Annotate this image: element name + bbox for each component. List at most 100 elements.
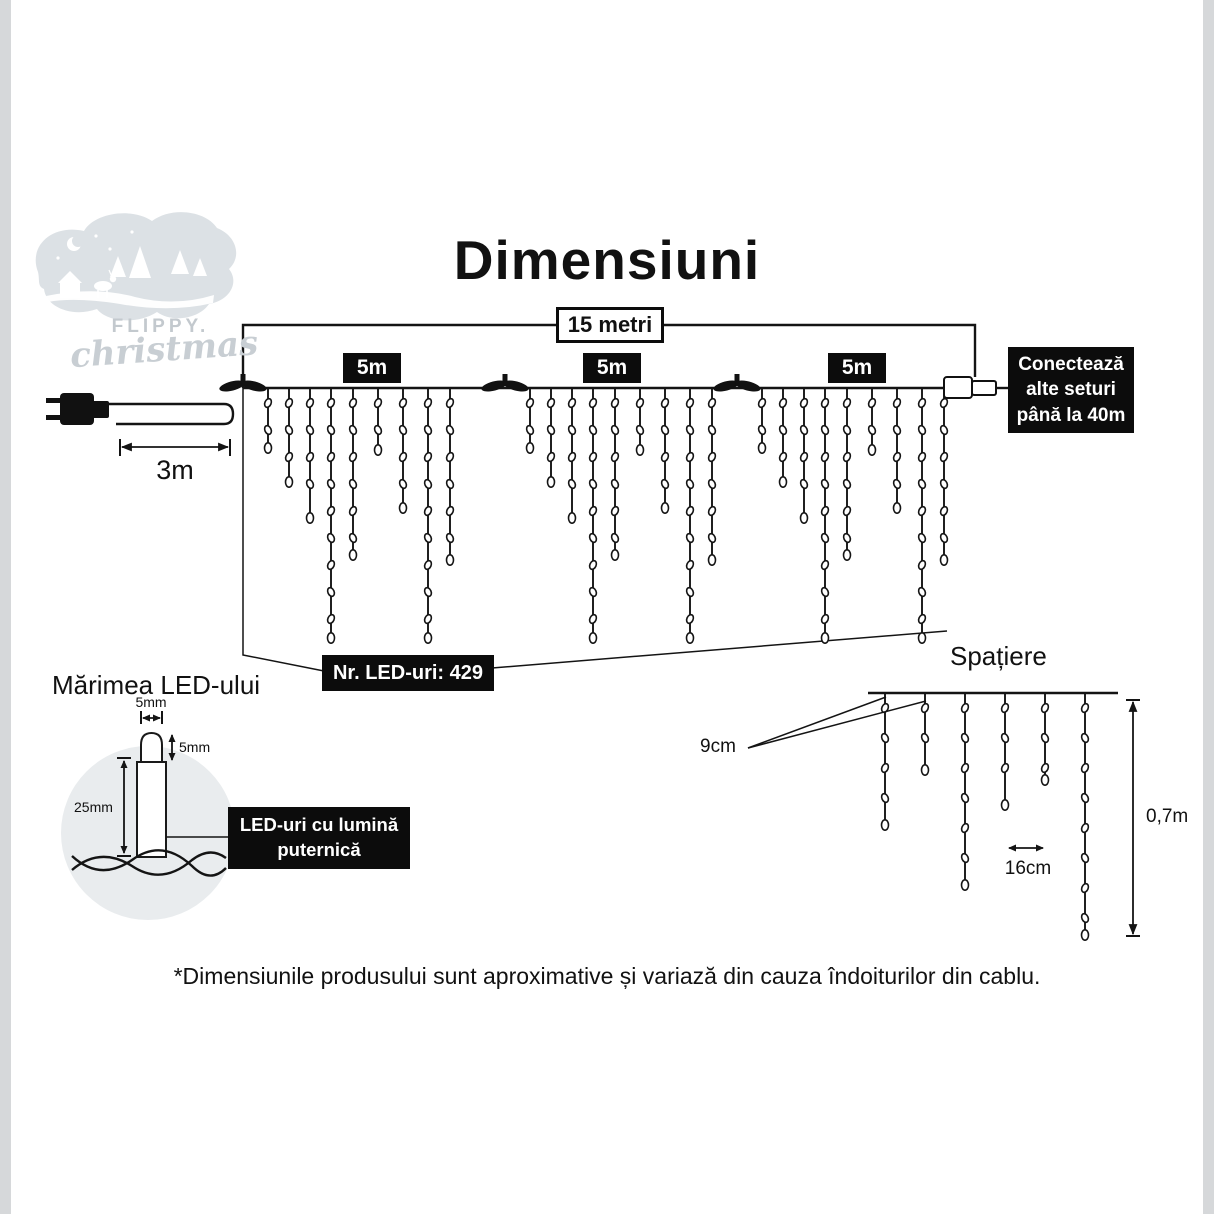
led-bulb	[892, 451, 902, 463]
led-bulb	[546, 397, 556, 409]
led-bulb	[373, 443, 383, 456]
icicle-drop	[920, 693, 930, 776]
led-bulb	[1080, 732, 1090, 744]
clip-stub	[734, 374, 740, 384]
brand-logo	[35, 212, 237, 321]
led-bulb	[610, 451, 620, 463]
house-roof	[58, 271, 82, 283]
spacing-light-drops	[880, 693, 1090, 941]
connector-part	[971, 380, 997, 396]
led-bulb	[610, 424, 620, 436]
led-bulb	[920, 702, 930, 714]
led-bulb	[960, 732, 970, 744]
led-bulb	[546, 475, 556, 488]
led-bulb	[588, 397, 598, 409]
led-bulb	[820, 586, 830, 598]
led-bulb	[917, 451, 927, 463]
led-bulb	[778, 424, 788, 436]
segment-length-box-2: 5m	[583, 353, 641, 383]
led-bulb	[1080, 762, 1090, 774]
disclaimer-text: *Dimensiunile produsului sunt aproximati…	[173, 963, 1041, 989]
led-bulb	[348, 451, 358, 463]
led-bulb	[423, 478, 433, 490]
clip-stub	[240, 374, 246, 384]
led-bulb	[820, 451, 830, 463]
led-bulb	[348, 397, 358, 409]
led-bulb	[423, 505, 433, 517]
led-bulb	[778, 397, 788, 409]
icicle-drop	[685, 388, 695, 644]
icicle-drop	[939, 388, 949, 566]
deer-icon	[94, 281, 112, 291]
led-bulb	[1000, 762, 1010, 774]
led-bulb	[757, 441, 767, 454]
snow-ground	[46, 291, 214, 309]
icicle-drop	[880, 693, 890, 831]
led-bulb	[284, 397, 294, 409]
led-bulb	[305, 478, 315, 490]
spacing-heading: Spațiere	[950, 641, 1047, 671]
led-bulb	[588, 559, 598, 571]
led-bulb	[326, 586, 336, 598]
icicle-drop	[373, 388, 383, 456]
led-bulb	[820, 478, 830, 490]
icicle-drop	[757, 388, 767, 454]
icicle-drop	[305, 388, 315, 524]
led-bulb	[757, 397, 767, 409]
icicle-drop	[842, 388, 852, 561]
icicle-drop	[398, 388, 408, 514]
led-bulb	[635, 443, 645, 456]
led-count-pointer-right	[491, 630, 948, 669]
led-bulb	[326, 505, 336, 517]
led-gap-pointer	[747, 696, 887, 749]
led-bulb	[1080, 928, 1090, 941]
left-edge-strip	[0, 0, 11, 1214]
wire-clip	[481, 380, 507, 392]
led-bulb	[685, 451, 695, 463]
led-bulb	[546, 451, 556, 463]
led-bulb	[326, 451, 336, 463]
led-bulb	[707, 505, 717, 517]
led-bulb	[842, 505, 852, 517]
led-bulb	[842, 548, 852, 561]
led-bulb	[685, 424, 695, 436]
led-bulb	[960, 852, 970, 864]
icicle-drop	[263, 388, 273, 454]
icicle-drop	[610, 388, 620, 561]
led-bulb	[1080, 852, 1090, 864]
led-bulb	[263, 424, 273, 436]
led-bulb	[445, 478, 455, 490]
led-bulb	[880, 818, 890, 831]
total-length-box: 15 metri	[556, 307, 664, 343]
led-bulb	[778, 475, 788, 488]
led-body	[136, 761, 167, 858]
led-bulb	[757, 424, 767, 436]
led-bulb	[960, 702, 970, 714]
led-bulb	[348, 532, 358, 544]
icicle-drop	[546, 388, 556, 488]
tree-icon	[171, 250, 189, 274]
led-bulb	[917, 559, 927, 571]
led-bulb	[546, 424, 556, 436]
led-bulb	[660, 501, 670, 514]
led-bulb	[892, 501, 902, 514]
led-bulb	[917, 631, 927, 644]
led-bulb	[1040, 732, 1050, 744]
led-bulb	[423, 397, 433, 409]
led-bulb	[917, 397, 927, 409]
led-bulb	[917, 478, 927, 490]
moon-mask	[72, 235, 84, 247]
led-bulb	[960, 762, 970, 774]
led-bulb	[842, 478, 852, 490]
led-bulb	[588, 532, 598, 544]
led-bulb	[635, 424, 645, 436]
icicle-drop	[635, 388, 645, 456]
led-bulb	[1040, 762, 1050, 774]
led-bulb	[326, 478, 336, 490]
led-bulb	[799, 511, 809, 524]
icicle-drop	[445, 388, 455, 566]
led-bulb	[707, 478, 717, 490]
icicle-drop	[820, 388, 830, 644]
twisted-cable	[71, 851, 227, 876]
led-bulb	[284, 424, 294, 436]
